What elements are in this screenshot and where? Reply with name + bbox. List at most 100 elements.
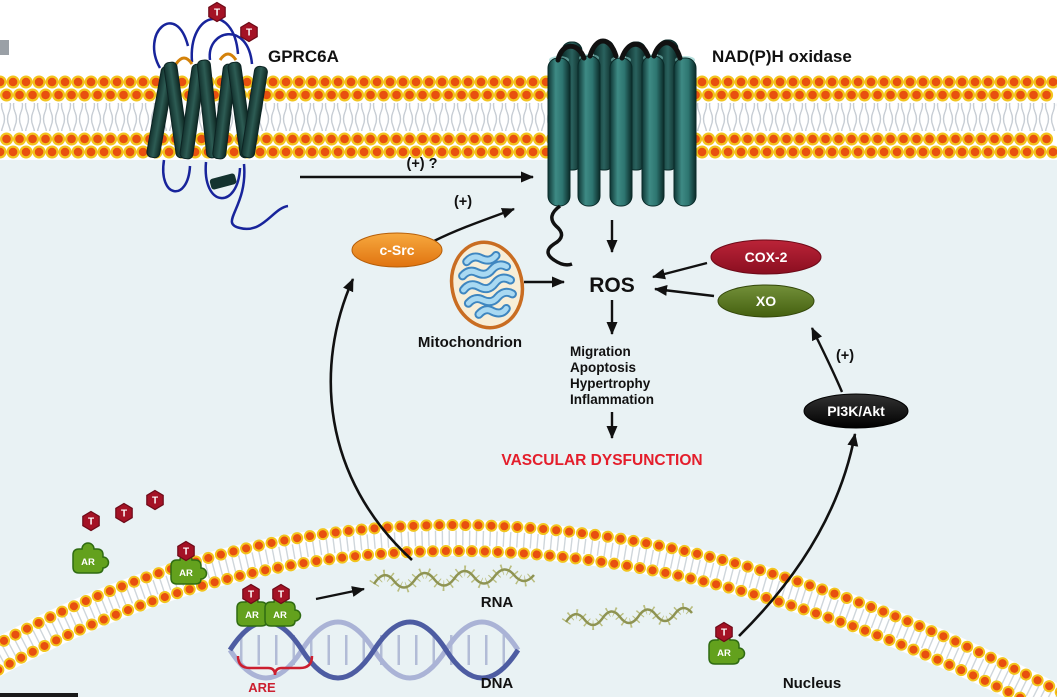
nox-subunit [609,57,633,207]
t-ligand: T [272,583,290,605]
nox-subunit [547,57,571,207]
ar-label: AR [81,557,95,568]
nadph-oxidase-label: NAD(P)H oxidase [712,47,852,66]
ar-label: AR [273,610,287,621]
t-ligand: T [240,21,258,43]
rna-transcript [369,564,539,593]
receptor-loop [161,159,192,193]
arrow-csrc-to-nox [433,207,515,243]
activation-pi3k-label: (+) [836,348,854,364]
outcome-item: Migration [570,344,631,359]
edge-artifact [0,40,9,55]
t-ligand: T [82,510,100,532]
outcome-item: Hypertrophy [570,376,651,391]
arrow-xo-to-ros [654,284,715,298]
arrow-nucleus-to-csrc [329,278,413,561]
tm-helix [241,65,268,159]
ar-label: AR [245,610,259,621]
crista-highlight [460,262,510,279]
mitochondrion-label: Mitochondrion [418,334,522,351]
c-src-ellipse [351,232,443,268]
t-ligand: T [242,583,260,605]
t-label: T [183,547,189,558]
arrow-ar-to-pi3k [738,433,859,637]
receptor-loop [204,161,242,200]
mitochondrion-cristae [458,250,517,319]
crista-highlight [476,305,509,317]
receptor-loop-orange [174,56,194,65]
nuclear-membrane [0,519,1057,697]
nox-top-loop [555,43,587,63]
nox-subunit [641,55,665,207]
t-ligand: T [208,1,226,23]
nuclear-band [0,520,1057,697]
xo-label: XO [756,293,776,309]
lipid-row [0,521,1057,695]
androgen-receptor: AR [708,633,746,665]
receptor-loop [153,22,190,69]
rna-wave [372,568,535,589]
gprc6a-label: GPRC6A [268,47,339,66]
t-label: T [721,628,727,639]
androgen-receptor: AR [236,595,274,627]
nucleus-label: Nucleus [783,675,841,692]
crista-highlight [464,252,499,265]
arrow-cox2-to-ros [652,261,708,280]
receptor-loop [208,33,254,65]
activation-question-label: (+) ? [406,156,437,172]
t-ligand: T [715,621,733,643]
pi3k-akt-label: PI3K/Akt [827,403,885,419]
androgen-receptor: AR [170,553,208,585]
dna-label: DNA [481,675,514,692]
outcome-item: Apoptosis [570,360,636,375]
receptor-c-tail [230,163,289,231]
t-label: T [88,517,94,528]
t-label: T [248,590,254,601]
c-src-molecule: c-Src [351,232,443,268]
bottom-edge-artifact [0,693,78,697]
intracellular-helix [209,173,237,190]
ar-label: AR [179,568,193,579]
arrow-pi3k-to-xo [810,327,844,393]
nox-top-loop [651,40,683,61]
nox-subunit [673,57,697,207]
pi3k-akt-ellipse [803,393,909,429]
ros-label: ROS [589,274,635,297]
outcome-list: Migration Apoptosis Hypertrophy Inflamma… [570,344,654,407]
xo-molecule: XO [717,284,815,318]
rna-label: RNA [481,594,514,611]
t-ligand: T [146,489,164,511]
ar-label: AR [717,648,731,659]
nadph-oxidase-complex [546,38,697,267]
lipid-row [0,545,1033,697]
cox2-ellipse [710,239,822,275]
t-ligand: T [177,540,195,562]
t-label: T [246,28,252,39]
are-bracket [236,655,314,676]
activation-src-label: (+) [454,194,472,210]
cox2-molecule: COX-2 [710,239,822,275]
rna-wave [564,606,693,627]
t-label: T [152,496,158,507]
crista-highlight [461,275,513,293]
nox-subunit [577,55,601,207]
androgen-receptor: AR [72,542,110,574]
gprc6a-receptor [146,17,289,231]
are-label: ARE [248,680,276,695]
rna-transcript [561,603,696,630]
mitochondrion [449,240,525,330]
t-label: T [121,509,127,520]
c-src-label: c-Src [379,242,414,258]
nox-top-loop [619,41,651,61]
t-ligand: T [115,502,133,524]
t-label: T [214,8,220,19]
t-label: T [278,590,284,601]
vascular-dysfunction-label: VASCULAR DYSFUNCTION [501,452,702,469]
androgen-receptor: AR [264,595,302,627]
nox-cytoplasmic-tail [546,204,573,267]
nox-top-loop [587,38,619,59]
receptor-loop-orange [218,52,238,61]
arrow-transcription-to-rna [315,586,365,601]
pi3k-akt-molecule: PI3K/Akt [803,393,909,429]
